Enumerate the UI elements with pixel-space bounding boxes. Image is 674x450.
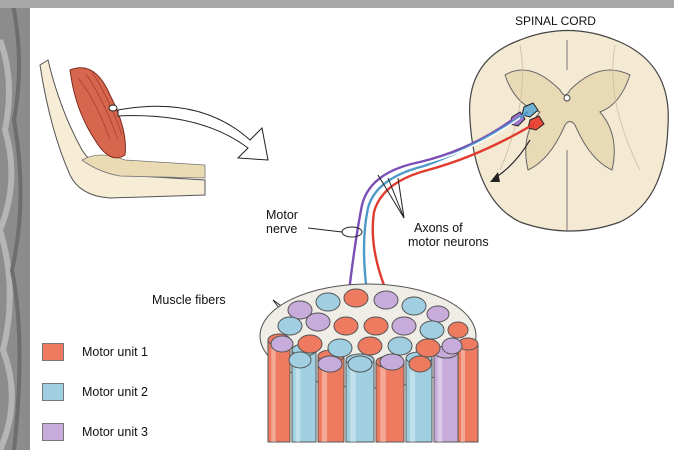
- muscle-fiber-cross-section: [374, 291, 398, 309]
- muscle-fiber-cross-section: [442, 338, 462, 354]
- legend-label: Motor unit 1: [82, 345, 148, 359]
- muscle-fiber-bundle: [260, 284, 478, 442]
- muscle-fibers-label: Muscle fibers: [152, 293, 226, 307]
- muscle-fiber-cross-section: [358, 337, 382, 355]
- spinal-cord-label: SPINAL CORD: [515, 14, 596, 28]
- muscle-fiber-cross-section: [448, 322, 468, 338]
- muscle-fiber-cross-section: [278, 317, 302, 335]
- cylinder-highlight: [438, 352, 443, 442]
- muscle-fiber-cross-section: [427, 306, 449, 322]
- legend-item-motor-unit-2: Motor unit 2: [42, 381, 148, 403]
- axons-label: Axons of motor neurons: [408, 221, 489, 249]
- muscle-fiber-cross-section: [380, 354, 404, 370]
- muscle-fiber-cross-section: [318, 356, 342, 372]
- legend-item-motor-unit-3: Motor unit 3: [42, 421, 148, 443]
- cylinder-highlight: [461, 344, 465, 442]
- cylinder-highlight: [380, 362, 386, 442]
- muscle-fiber-cross-section: [402, 297, 426, 315]
- muscle-fiber-cross-section: [306, 313, 330, 331]
- muscle-fiber-cross-section: [271, 336, 293, 352]
- arm-illustration: [40, 60, 268, 198]
- muscle-fiber-cross-section: [364, 317, 388, 335]
- muscle-fiber-cross-section: [416, 339, 440, 357]
- muscle-fiber-cross-section: [344, 289, 368, 307]
- legend-label: Motor unit 2: [82, 385, 148, 399]
- legend-swatch-unit-1: [42, 343, 64, 361]
- muscle-fiber-cross-section: [392, 317, 416, 335]
- legend-swatch-unit-3: [42, 423, 64, 441]
- muscle-fiber-cross-section: [409, 356, 431, 372]
- muscle-fiber-cross-section: [328, 339, 352, 357]
- cylinder-highlight: [350, 360, 356, 442]
- muscle-fiber-cross-section: [334, 317, 358, 335]
- muscle-fiber-cross-section: [289, 352, 311, 368]
- muscle-fiber-cross-section: [388, 337, 412, 355]
- muscle-fiber-cross-section: [348, 356, 372, 372]
- legend-swatch-unit-2: [42, 383, 64, 401]
- cylinder-highlight: [271, 340, 275, 442]
- legend-label: Motor unit 3: [82, 425, 148, 439]
- legend-item-motor-unit-1: Motor unit 1: [42, 341, 148, 363]
- diagram-panel: SPINAL CORD Motor nerve Axons of motor n…: [30, 8, 674, 450]
- muscle-fiber-cross-section: [316, 293, 340, 311]
- motor-nerve-label: Motor nerve: [266, 208, 298, 236]
- muscle-fiber-cross-section: [420, 321, 444, 339]
- motor-nerve-marker: [342, 227, 362, 237]
- muscle-fiber-cross-section: [298, 335, 322, 353]
